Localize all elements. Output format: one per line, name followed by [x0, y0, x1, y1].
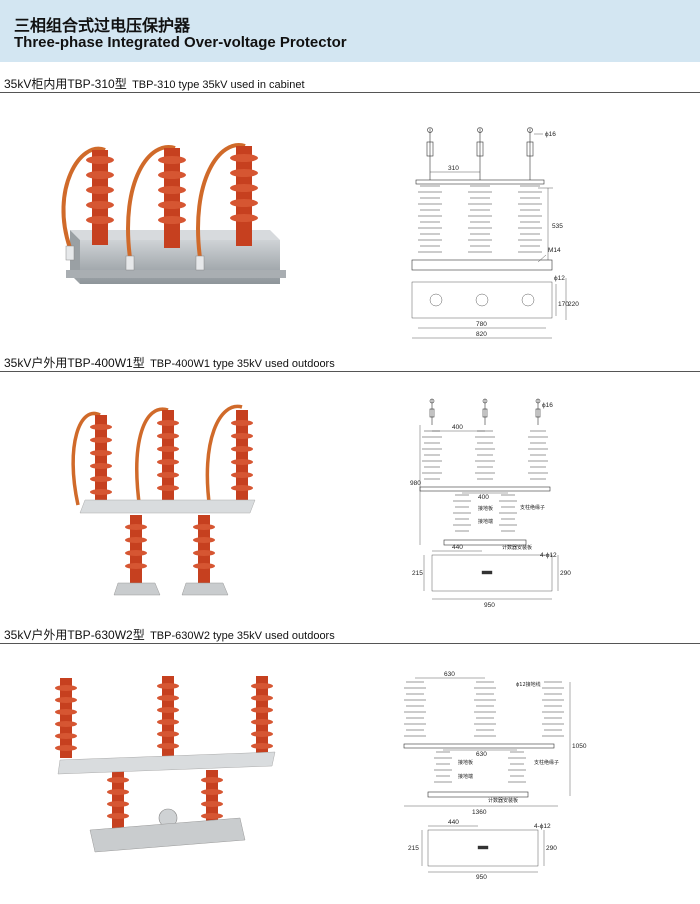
section-3-title-cn: 35kV户外用TBP-630W2型 [4, 628, 145, 642]
section-1-divider [0, 92, 700, 93]
label-phi12-lead: ϕ12接地线 [516, 681, 541, 688]
label-counter-plate: 计数器安装板 [488, 797, 518, 804]
dim-950: 950 [476, 874, 487, 881]
dim-1360: 1360 [472, 809, 487, 816]
label-ground-plate: 接地板 [458, 759, 473, 766]
dim-630-mid: 630 [476, 751, 487, 758]
section-2-title: 35kV户外用TBP-400W1型 TBP-400W1 type 35kV us… [4, 354, 335, 371]
dim-820: 820 [476, 331, 487, 338]
drawing-tbp400w1: ϕ16 400 400 980 接地板 接地端 支柱绝缘子 计数器安装板 440… [410, 398, 571, 609]
dim-220: 220 [568, 301, 579, 308]
dim-1050: 1050 [572, 743, 587, 750]
section-1-title-en: TBP-310 type 35kV used in cabinet [132, 79, 305, 91]
label-support-insulator: 支柱绝缘子 [534, 759, 559, 766]
dim-215: 215 [412, 570, 423, 577]
dim-950: 950 [484, 602, 495, 609]
dim-440: 440 [448, 819, 459, 826]
drawing-tbp630w2: 630 ϕ12接地线 630 1050 接地板 接地端 支柱绝缘子 计数器安装板… [403, 671, 587, 881]
dim-290: 290 [560, 570, 571, 577]
page-title-cn: 三相组合式过电压保护器 [14, 16, 191, 35]
product-photo-tbp310 [61, 143, 286, 284]
dim-215: 215 [408, 845, 419, 852]
section-1-title-cn: 35kV柜内用TBP-310型 [4, 77, 127, 91]
dim-4phi12: 4-ϕ12 [534, 823, 551, 830]
dim-400-mid: 400 [478, 494, 489, 501]
section-2-title-en: TBP-400W1 type 35kV used outdoors [150, 358, 335, 370]
dim-phi16: ϕ16 [542, 402, 553, 409]
label-ground-terminal: 接地端 [478, 518, 493, 525]
section-1-title: 35kV柜内用TBP-310型 TBP-310 type 35kV used i… [4, 75, 305, 92]
dim-440: 440 [452, 544, 463, 551]
section-3-divider [0, 643, 700, 644]
section-3-title: 35kV户外用TBP-630W2型 TBP-630W2 type 35kV us… [4, 626, 335, 643]
drawing-tbp310: ϕ16 310 535 M14 ϕ12 170 220 780 820 [411, 127, 579, 339]
dim-310: 310 [448, 165, 459, 172]
section-2-divider [0, 371, 700, 372]
section-2-title-cn: 35kV户外用TBP-400W1型 [4, 356, 145, 370]
dim-m14: M14 [548, 247, 561, 254]
dim-630-top: 630 [444, 671, 455, 678]
label-support-insulator: 支柱绝缘子 [520, 504, 545, 511]
dim-phi12: ϕ12 [554, 275, 565, 282]
dim-535: 535 [552, 223, 563, 230]
label-ground-terminal: 接地端 [458, 773, 473, 780]
page-title-en: Three-phase Integrated Over-voltage Prot… [14, 34, 347, 51]
dim-4phi12: 4-ϕ12 [540, 552, 557, 559]
label-ground-plate: 接地板 [478, 505, 493, 512]
label-counter-plate: 计数器安装板 [502, 544, 532, 551]
product-photo-tbp400w1 [71, 404, 256, 596]
dim-780: 780 [476, 321, 487, 328]
dim-980: 980 [410, 480, 421, 487]
product-photo-tbp630w2 [55, 676, 276, 853]
dim-phi16: ϕ16 [545, 131, 556, 138]
dim-400-top: 400 [452, 424, 463, 431]
section-3-title-en: TBP-630W2 type 35kV used outdoors [150, 630, 335, 642]
dim-290: 290 [546, 845, 557, 852]
dim-170: 170 [558, 301, 569, 308]
header-banner: 三相组合式过电压保护器 Three-phase Integrated Over-… [0, 0, 700, 62]
